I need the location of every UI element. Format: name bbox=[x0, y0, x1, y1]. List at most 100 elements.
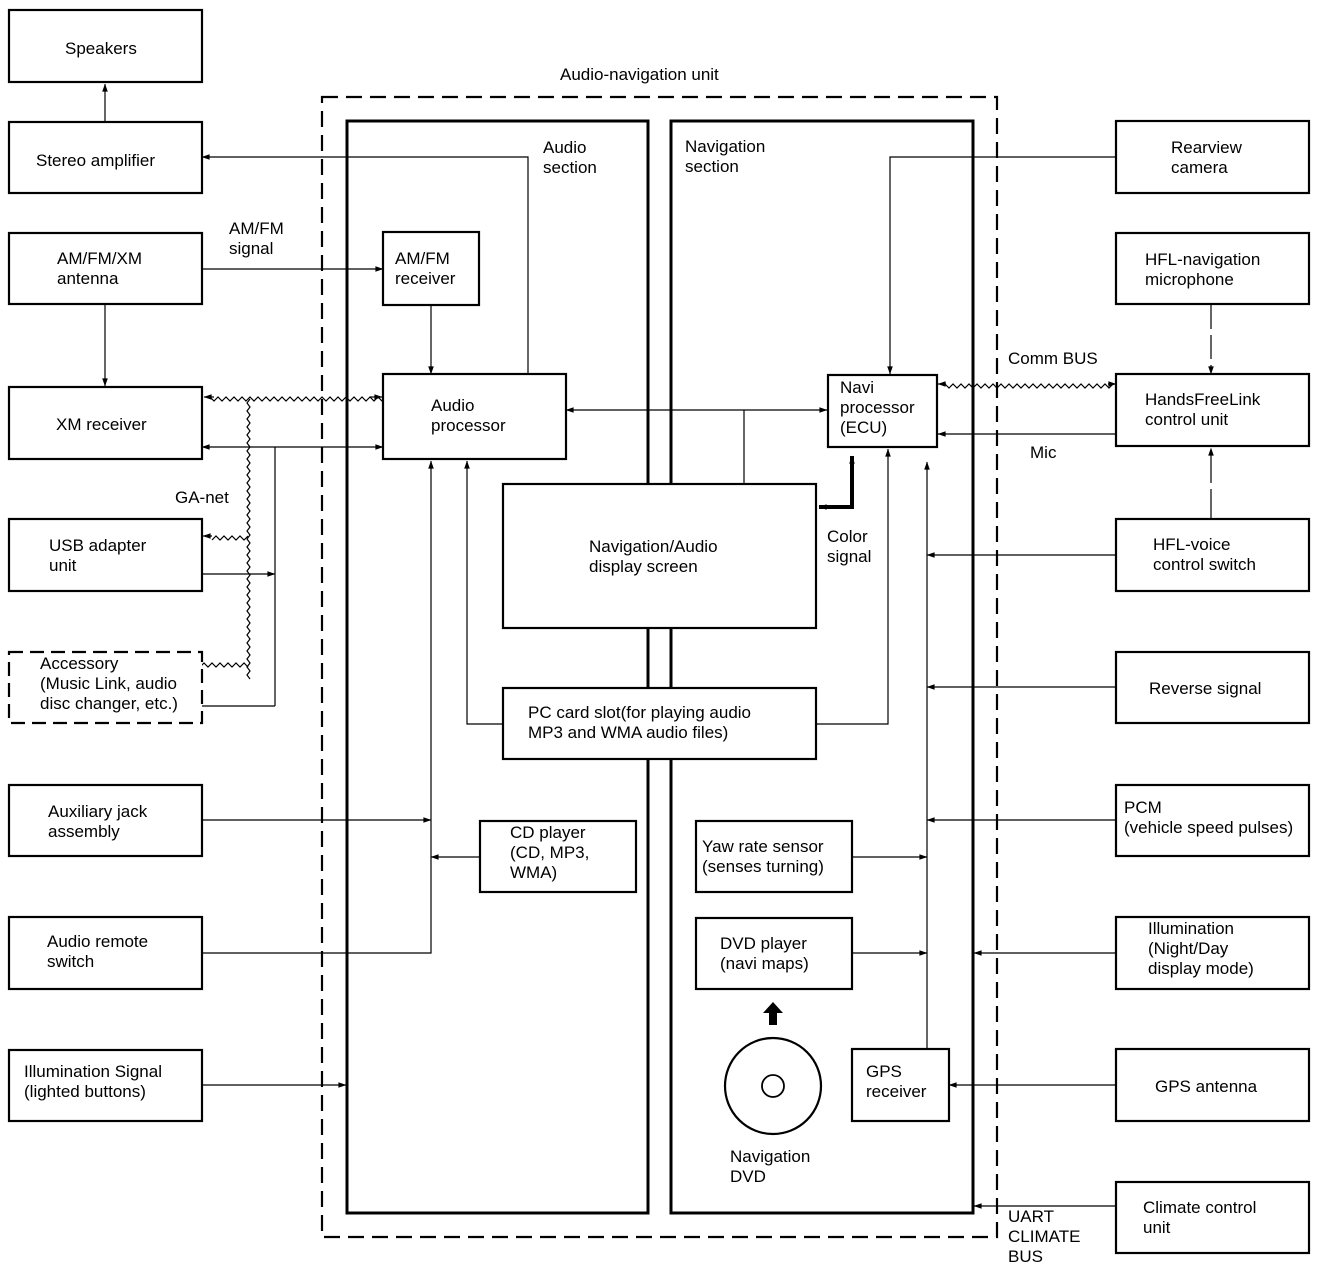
labels-uart-bus-line-2: CLIMATE bbox=[1008, 1227, 1080, 1246]
svg-text:Stereo amplifier: Stereo amplifier bbox=[36, 151, 155, 170]
right-boxes-illumination-mode-line-1: Illumination bbox=[1148, 919, 1234, 938]
right-boxes-rearview-camera-line-2: camera bbox=[1171, 158, 1228, 177]
mic-label: Mic bbox=[1030, 443, 1057, 462]
left-boxes-auxiliary-jack-line-2: assembly bbox=[48, 822, 120, 841]
left-boxes-audio-remote-line-2: switch bbox=[47, 952, 94, 971]
left-boxes-illumination-signal-line-2: (lighted buttons) bbox=[24, 1082, 146, 1101]
left-boxes-audio-remote-line-1: Audio remote bbox=[47, 932, 148, 951]
labels-color-signal-line-2: signal bbox=[827, 547, 871, 566]
comm-bus-line bbox=[944, 383, 1114, 389]
left-boxes-illumination-signal-line-1: Illumination Signal bbox=[24, 1062, 162, 1081]
inner-boxes-yaw-rate-sensor-line-1: Yaw rate sensor bbox=[702, 837, 824, 856]
illumination-signal-box: Illumination Signal(lighted buttons) bbox=[7, 1048, 204, 1123]
cd-player-box: CD player(CD, MP3,WMA) bbox=[478, 819, 638, 894]
svg-text:Audio-navigation unit: Audio-navigation unit bbox=[560, 65, 719, 84]
labels-uart-bus-line-3: BUS bbox=[1008, 1247, 1043, 1266]
right-boxes-gps-antenna-line-1: GPS antenna bbox=[1155, 1077, 1258, 1096]
right-boxes-hfl-voice-switch-line-1: HFL-voice bbox=[1153, 535, 1230, 554]
dvd-player-box: DVD player(navi maps) bbox=[694, 916, 854, 991]
inner-boxes-amfm-receiver-line-2: receiver bbox=[395, 269, 456, 288]
right-boxes-handsfreelink-line-1: HandsFreeLink bbox=[1145, 390, 1261, 409]
inner-boxes-navi-processor-line-1: Navi bbox=[840, 378, 874, 397]
inner-boxes-dvd-player-line-2: (navi maps) bbox=[720, 954, 809, 973]
xm-receiver-box: XM receiver bbox=[7, 385, 204, 461]
right-boxes-climate-control-line-1: Climate control bbox=[1143, 1198, 1256, 1217]
right-boxes-reverse-signal-line-1: Reverse signal bbox=[1149, 679, 1261, 698]
svg-text:Illumination Signal(lighted bu: Illumination Signal(lighted buttons) bbox=[24, 1062, 162, 1101]
svg-text:DVD player(navi maps): DVD player(navi maps) bbox=[720, 934, 809, 973]
labels-color-signal-line-1: Color bbox=[827, 527, 868, 546]
right-boxes-hfl-microphone-line-1: HFL-navigation bbox=[1145, 250, 1260, 269]
right-boxes-illumination-mode-line-2: (Night/Day bbox=[1148, 939, 1229, 958]
right-boxes-hfl-voice-switch-line-2: control switch bbox=[1153, 555, 1256, 574]
labels-navigation-dvd-line-1: Navigation bbox=[730, 1147, 810, 1166]
inner-boxes-cd-player-line-3: WMA) bbox=[510, 863, 557, 882]
labels-mic-line-1: Mic bbox=[1030, 443, 1057, 462]
svg-text:Comm BUS: Comm BUS bbox=[1008, 349, 1098, 368]
pcm-box: PCM(vehicle speed pulses) bbox=[1114, 783, 1311, 858]
svg-text:PCM(vehicle speed pulses): PCM(vehicle speed pulses) bbox=[1124, 798, 1293, 837]
svg-text:Speakers: Speakers bbox=[65, 39, 137, 58]
sections-navigation-line-1: Navigation bbox=[685, 137, 765, 156]
audio-section-border bbox=[345, 119, 650, 1215]
right-boxes-rearview-camera-line-1: Rearview bbox=[1171, 138, 1243, 157]
labels-navigation-dvd-line-2: DVD bbox=[730, 1167, 766, 1186]
sections-navigation-line-2: section bbox=[685, 157, 739, 176]
inner-boxes-pc-card-slot-line-2: MP3 and WMA audio files) bbox=[528, 723, 728, 742]
left-boxes-accessory-line-1: Accessory bbox=[40, 654, 119, 673]
labels-ga-net-line-1: GA-net bbox=[175, 488, 229, 507]
svg-text:XM receiver: XM receiver bbox=[56, 415, 147, 434]
left-boxes-accessory-line-2: (Music Link, audio bbox=[40, 674, 177, 693]
labels-amfm-signal-line-1: AM/FM bbox=[229, 219, 284, 238]
ga-net-label: GA-net bbox=[175, 488, 229, 507]
left-boxes-amfmxm-antenna-line-1: AM/FM/XM bbox=[57, 249, 142, 268]
svg-text:GPS antenna: GPS antenna bbox=[1155, 1077, 1258, 1096]
inner-boxes-display-screen-line-1: Navigation/Audio bbox=[589, 537, 718, 556]
left-boxes-xm-receiver-line-1: XM receiver bbox=[56, 415, 147, 434]
inner-boxes-dvd-player-line-1: DVD player bbox=[720, 934, 807, 953]
inner-boxes-audio-processor-line-1: Audio bbox=[431, 396, 474, 415]
right-boxes-pcm-line-1: PCM bbox=[1124, 798, 1162, 817]
labels-amfm-signal-line-2: signal bbox=[229, 239, 273, 258]
labels-comm-bus-line-1: Comm BUS bbox=[1008, 349, 1098, 368]
unit-title-line-1: Audio-navigation unit bbox=[560, 65, 719, 84]
speakers-box: Speakers bbox=[7, 8, 204, 84]
sections-audio-line-1: Audio bbox=[543, 138, 586, 157]
svg-text:Yaw rate sensor(senses turning: Yaw rate sensor(senses turning) bbox=[702, 837, 824, 876]
left-boxes-usb-adapter-line-2: unit bbox=[49, 556, 77, 575]
svg-text:CD player(CD, MP3,WMA): CD player(CD, MP3,WMA) bbox=[510, 823, 589, 882]
dvd-up-arrow bbox=[763, 1002, 783, 1025]
